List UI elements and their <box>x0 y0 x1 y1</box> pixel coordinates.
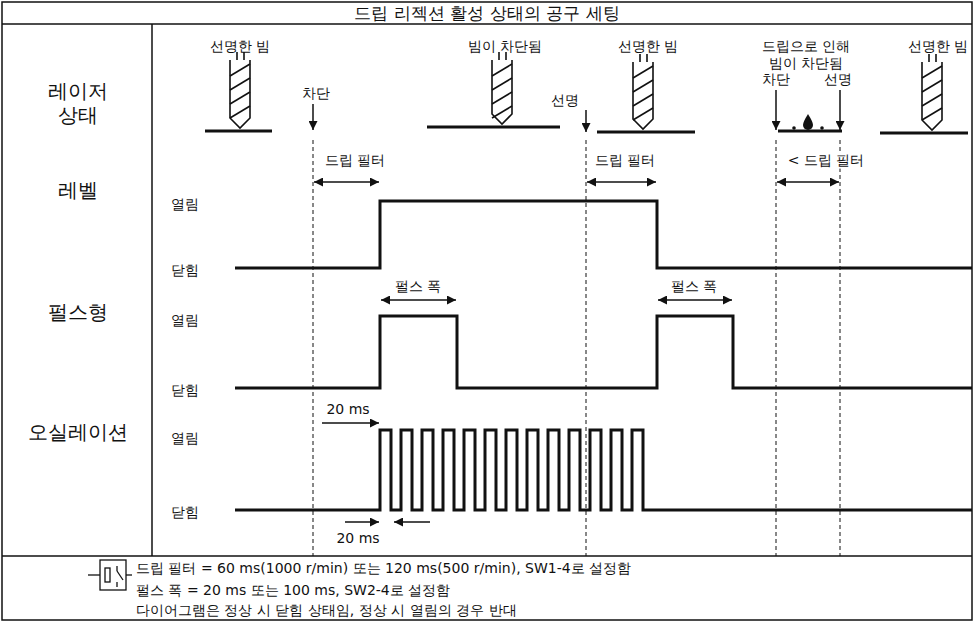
event-label: 차단 <box>760 71 792 88</box>
state-level: 닫힘 <box>169 382 201 399</box>
filter-label: 드립 필터 <box>323 152 387 169</box>
state-caption: 드립으로 인해 빔이 차단됨 <box>754 38 858 72</box>
event-label: 선명 <box>549 92 581 109</box>
state-level: 열림 <box>169 430 201 447</box>
width-label: 펄스 폭 <box>669 278 719 295</box>
row-label: 레이저 상태 <box>36 79 120 127</box>
state-caption: 빔이 차단됨 <box>466 38 544 55</box>
note-text: 펄스 폭 = 20 ms 또는 100 ms, SW2-4로 설정함 <box>134 582 452 599</box>
period-label: 20 ms <box>324 401 371 418</box>
state-level: 닫힘 <box>169 262 201 279</box>
note-rule <box>2 555 972 557</box>
column-rule <box>151 24 153 556</box>
state-caption: 선명한 빔 <box>906 38 970 55</box>
state-level: 닫힘 <box>169 504 201 521</box>
note-text: 드립 필터 = 60 ms(1000 r/min) 또는 120 ms(500 … <box>134 560 633 577</box>
event-label: 선명 <box>822 71 854 88</box>
filter-label: 드립 필터 <box>593 152 657 169</box>
period-label: 20 ms <box>334 530 381 547</box>
width-label: 펄스 폭 <box>393 278 443 295</box>
state-caption: 선명한 빔 <box>208 38 272 55</box>
signals <box>235 201 972 510</box>
event-label: 차단 <box>300 85 332 102</box>
state-caption: 선명한 빔 <box>616 38 680 55</box>
state-level: 열림 <box>169 196 201 213</box>
relay-symbol <box>88 560 132 590</box>
level-signal <box>235 201 972 268</box>
period-arrows <box>322 423 430 522</box>
drip <box>803 114 813 130</box>
title-rule <box>2 23 972 25</box>
diagram-title: 드립 리젝션 활성 상태의 공구 세팅 <box>354 3 619 23</box>
row-label: 펄스형 <box>46 300 110 324</box>
filter-label: < 드립 필터 <box>786 152 867 169</box>
row-label: 레벨 <box>56 178 100 202</box>
oscillation-signal <box>235 430 972 510</box>
pulse-signal <box>235 316 972 388</box>
event-arrows <box>313 90 840 132</box>
row-label: 오실레이션 <box>26 420 130 444</box>
state-level: 열림 <box>169 312 201 329</box>
note-text: 다이어그램은 정상 시 닫힘 상태임, 정상 시 열림의 경우 반대 <box>134 602 519 619</box>
